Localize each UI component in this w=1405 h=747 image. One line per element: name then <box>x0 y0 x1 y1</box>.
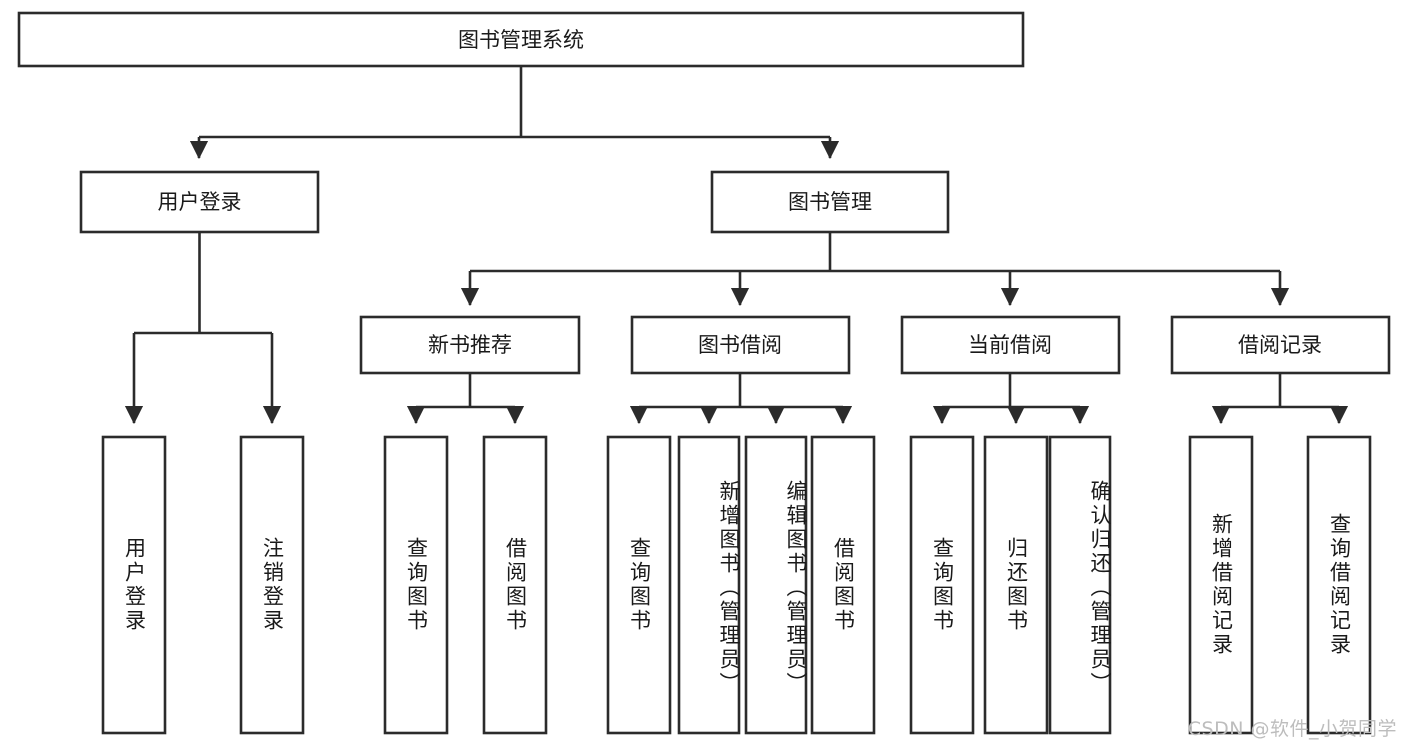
node-user-login-label: 用户登录 <box>158 190 242 214</box>
node-book-management[interactable]: 图书管理 <box>710 170 950 234</box>
connector-book-management-to-level3 <box>460 232 1290 307</box>
leaf-box-logout[interactable] <box>239 435 305 735</box>
leaf-box-query-book-3[interactable] <box>909 435 975 735</box>
leaf-box-add-book-admin[interactable] <box>677 435 741 735</box>
leaf-box-add-borrow-record[interactable] <box>1188 435 1254 735</box>
leaf-box-edit-book-admin[interactable] <box>744 435 808 735</box>
connector-user-login-to-leaves <box>124 232 282 425</box>
connector-new-book-recommend-to-leaves <box>406 373 525 425</box>
leaf-box-borrow-book-2[interactable] <box>810 435 876 735</box>
node-current-borrow-box <box>900 315 1121 375</box>
node-current-borrow[interactable]: 当前借阅 <box>900 315 1121 375</box>
node-new-book-recommend[interactable]: 新书推荐 <box>359 315 581 375</box>
node-new-book-recommend-label: 新书推荐 <box>428 333 512 357</box>
node-current-borrow-label: 当前借阅 <box>968 333 1052 357</box>
connector-borrow-record-to-leaves <box>1211 373 1349 425</box>
leaf-box-query-book-1[interactable] <box>383 435 449 735</box>
connector-book-borrow-to-leaves <box>629 373 853 425</box>
leaf-box-return-book[interactable] <box>983 435 1049 735</box>
node-borrow-record-label: 借阅记录 <box>1238 333 1322 357</box>
node-borrow-record[interactable]: 借阅记录 <box>1170 315 1391 375</box>
node-root-box <box>17 11 1025 68</box>
node-user-login-box <box>79 170 320 234</box>
node-user-login[interactable]: 用户登录 <box>79 170 320 234</box>
leaf-box-user-login[interactable] <box>101 435 167 735</box>
node-root[interactable]: 图书管理系统 <box>17 11 1025 68</box>
leaf-box-query-book-2[interactable] <box>606 435 672 735</box>
watermark-text: CSDN @软件_小贺同学 <box>1187 718 1397 740</box>
leaf-box-borrow-book-1[interactable] <box>482 435 548 735</box>
leaf-box-query-borrow-record[interactable] <box>1306 435 1372 735</box>
node-new-book-recommend-box <box>359 315 581 375</box>
node-book-borrow-label: 图书借阅 <box>698 333 782 357</box>
connector-root-to-level2 <box>189 66 840 160</box>
leaf-box-confirm-return-admin[interactable] <box>1048 435 1112 735</box>
node-book-management-label: 图书管理 <box>788 190 872 214</box>
connector-current-borrow-to-leaves <box>932 373 1090 425</box>
node-book-borrow[interactable]: 图书借阅 <box>630 315 851 375</box>
node-root-label: 图书管理系统 <box>458 28 584 52</box>
